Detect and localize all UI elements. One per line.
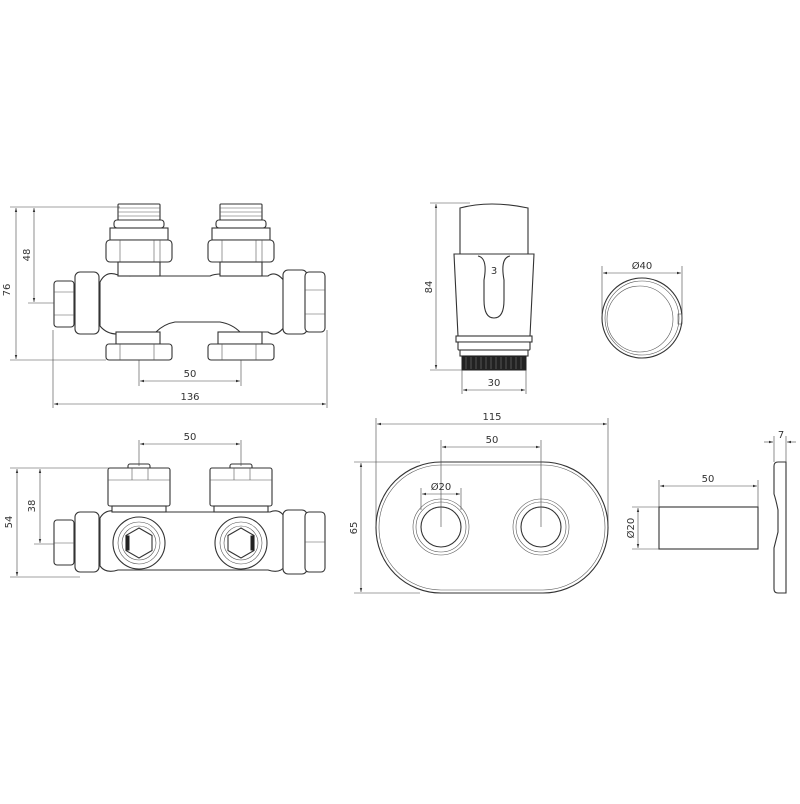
bottom-connector-left — [105, 331, 173, 361]
valve-front-view: 76 48 50 136 — [2, 203, 328, 408]
dim-50c: 50 — [486, 435, 499, 446]
dim-38: 38 — [27, 500, 38, 513]
cap-left — [107, 463, 171, 570]
valve-bottom-view: 50 54 38 — [4, 432, 326, 578]
dim-50b: 50 — [184, 432, 197, 443]
dim-48: 48 — [22, 249, 33, 262]
dim-76: 76 — [2, 284, 13, 297]
top-connector-left — [105, 203, 173, 277]
top-connector-right — [207, 203, 275, 277]
dim-115: 115 — [482, 412, 501, 423]
scale-mark: 3 — [491, 266, 497, 277]
dim-o20: Ø20 — [431, 481, 452, 493]
pipe-sleeve-view: 50 Ø20 — [625, 474, 759, 550]
dim-136: 136 — [180, 392, 199, 403]
dim-o40: Ø40 — [632, 260, 653, 272]
cover-plate-side-view: 7 — [764, 430, 796, 594]
dim-50d: 50 — [702, 474, 715, 485]
thermostat-head-view: 3 84 30 — [424, 202, 535, 394]
dim-o20b: Ø20 — [625, 518, 637, 539]
cap-right — [209, 463, 273, 570]
bottom-connector-right — [207, 331, 275, 361]
thermostat-top-view: Ø40 — [601, 260, 683, 359]
dim-50: 50 — [184, 369, 197, 380]
dim-84: 84 — [424, 281, 435, 294]
dim-65: 65 — [349, 522, 360, 535]
dim-54: 54 — [4, 516, 15, 529]
dim-30: 30 — [488, 378, 501, 389]
cover-plate-view: 115 50 Ø20 65 — [349, 412, 609, 594]
dim-7: 7 — [778, 430, 784, 441]
